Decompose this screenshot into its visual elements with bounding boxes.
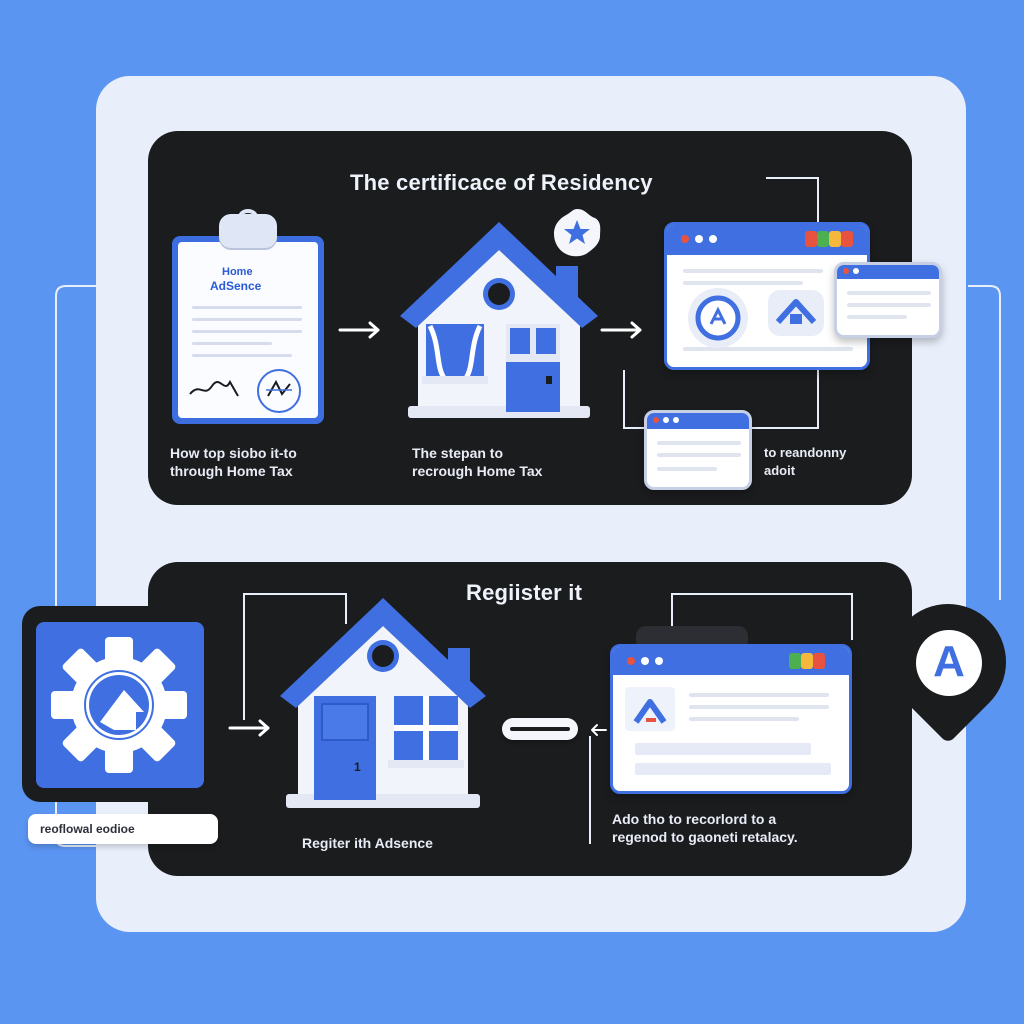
step-caption-2: The stepan to recrough Home Tax	[412, 444, 542, 480]
step-caption-4: Regiter ith Adsence	[302, 835, 433, 851]
connector-pill	[502, 718, 578, 740]
step-caption-5-line-1: Ado tho to recorlord to a	[612, 811, 777, 827]
arrow-left-icon	[591, 724, 607, 736]
tablet-label: reoflowal eodioe	[28, 814, 218, 844]
browser-window-icon	[644, 410, 752, 490]
doc-subheading: AdSence	[210, 279, 262, 293]
clipboard-icon: Home AdSence	[172, 236, 324, 424]
gear-icon	[51, 637, 187, 773]
doc-heading: Home	[222, 266, 253, 278]
home-logo-icon	[633, 699, 667, 724]
arrow-right-icon	[600, 321, 642, 339]
step-caption-3-line-1: to reandonny	[764, 445, 847, 460]
arrow-right-icon	[338, 321, 380, 339]
map-pin-letter: A	[933, 637, 965, 686]
step-caption-2-line-1: The stepan to	[412, 445, 504, 461]
panel-title-certificate: The certificace of Residency	[350, 170, 653, 195]
step-caption-1-line-1: How top siobo it-to	[170, 445, 297, 461]
map-pin-circle	[916, 630, 982, 696]
step-caption-1: How top siobo it-to through Home Tax	[170, 444, 297, 480]
clipboard-clip	[219, 214, 277, 248]
seal-icon	[257, 369, 301, 413]
step-caption-5-line-2: regenod to gaoneti retalacy.	[612, 829, 798, 845]
step-caption-2-line-2: recrough Home Tax	[412, 463, 543, 479]
step-caption-3-line-2: adoit	[764, 463, 796, 478]
home-badge-icon	[768, 290, 824, 336]
house-icon	[400, 222, 598, 418]
house-icon	[280, 598, 486, 808]
panel-title-register: Regiister it	[466, 580, 583, 605]
signature-icon	[189, 379, 239, 397]
house-number: 1	[354, 760, 361, 774]
step-caption-5: Ado tho to recorlord to a regenod to gao…	[612, 810, 798, 846]
star-icon	[554, 209, 601, 257]
adsense-logo-icon	[688, 288, 748, 348]
browser-window-icon	[834, 262, 942, 338]
step-caption-3: to reandonny adoit	[764, 444, 846, 480]
step-caption-1-line-2: through Home Tax	[170, 463, 293, 479]
arrow-right-icon	[228, 719, 270, 737]
